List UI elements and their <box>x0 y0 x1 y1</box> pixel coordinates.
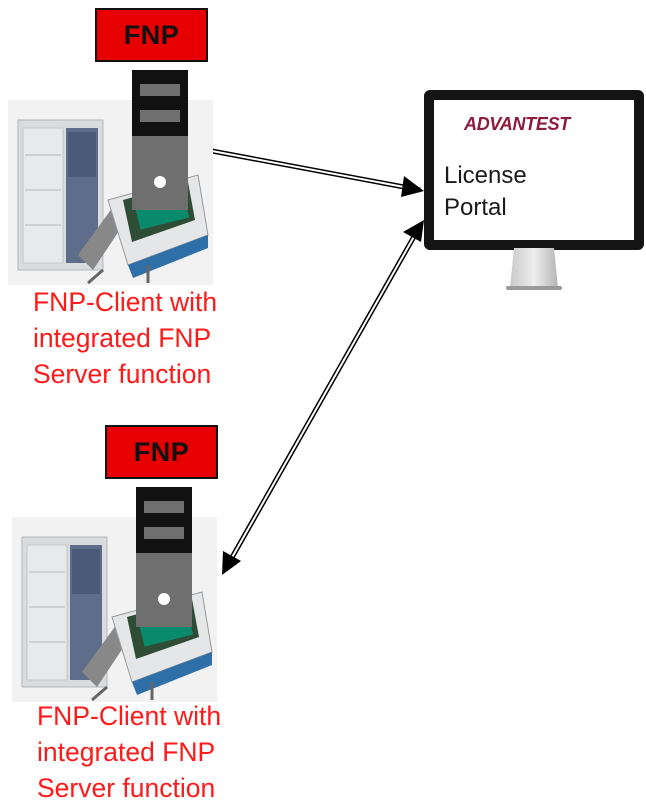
semiconductor-tester-icon <box>17 119 209 285</box>
caption-line: FNP-Client with <box>37 701 222 731</box>
portal-label-line: License <box>444 162 527 189</box>
monitor-screen: ADVANTEST License Portal <box>434 100 634 240</box>
license-portal-label: License Portal <box>444 160 527 224</box>
caption-line: integrated FNP <box>37 737 216 767</box>
top-fnp-badge: FNP <box>95 8 208 62</box>
portal-label-line: Portal <box>444 194 507 221</box>
top-tester-machine <box>8 70 213 285</box>
caption-line: Server function <box>33 359 212 389</box>
bottom-tester-machine <box>12 487 217 702</box>
advantest-logo: ADVANTEST <box>464 114 570 134</box>
desktop-monitor-icon: ADVANTEST License Portal <box>424 90 644 250</box>
caption-line: Server function <box>37 773 216 803</box>
license-portal-monitor: ADVANTEST License Portal <box>424 90 646 300</box>
usb-dongle-icon <box>136 487 192 627</box>
bottom-client-caption: FNP-Client with integrated FNP Server fu… <box>37 698 221 806</box>
bottom-fnp-badge: FNP <box>105 425 218 479</box>
arrowhead-to-bottom-client <box>222 551 241 575</box>
bottom-link-arrow <box>222 220 424 575</box>
arrowhead-to-portal <box>401 176 424 197</box>
caption-line: integrated FNP <box>33 323 212 353</box>
usb-dongle-icon <box>132 70 188 210</box>
arrowhead-to-portal-2 <box>403 220 424 242</box>
top-link-arrow <box>190 139 424 197</box>
monitor-stand <box>506 248 562 290</box>
top-client-caption: FNP-Client with integrated FNP Server fu… <box>33 284 217 392</box>
caption-line: FNP-Client with <box>33 287 218 317</box>
